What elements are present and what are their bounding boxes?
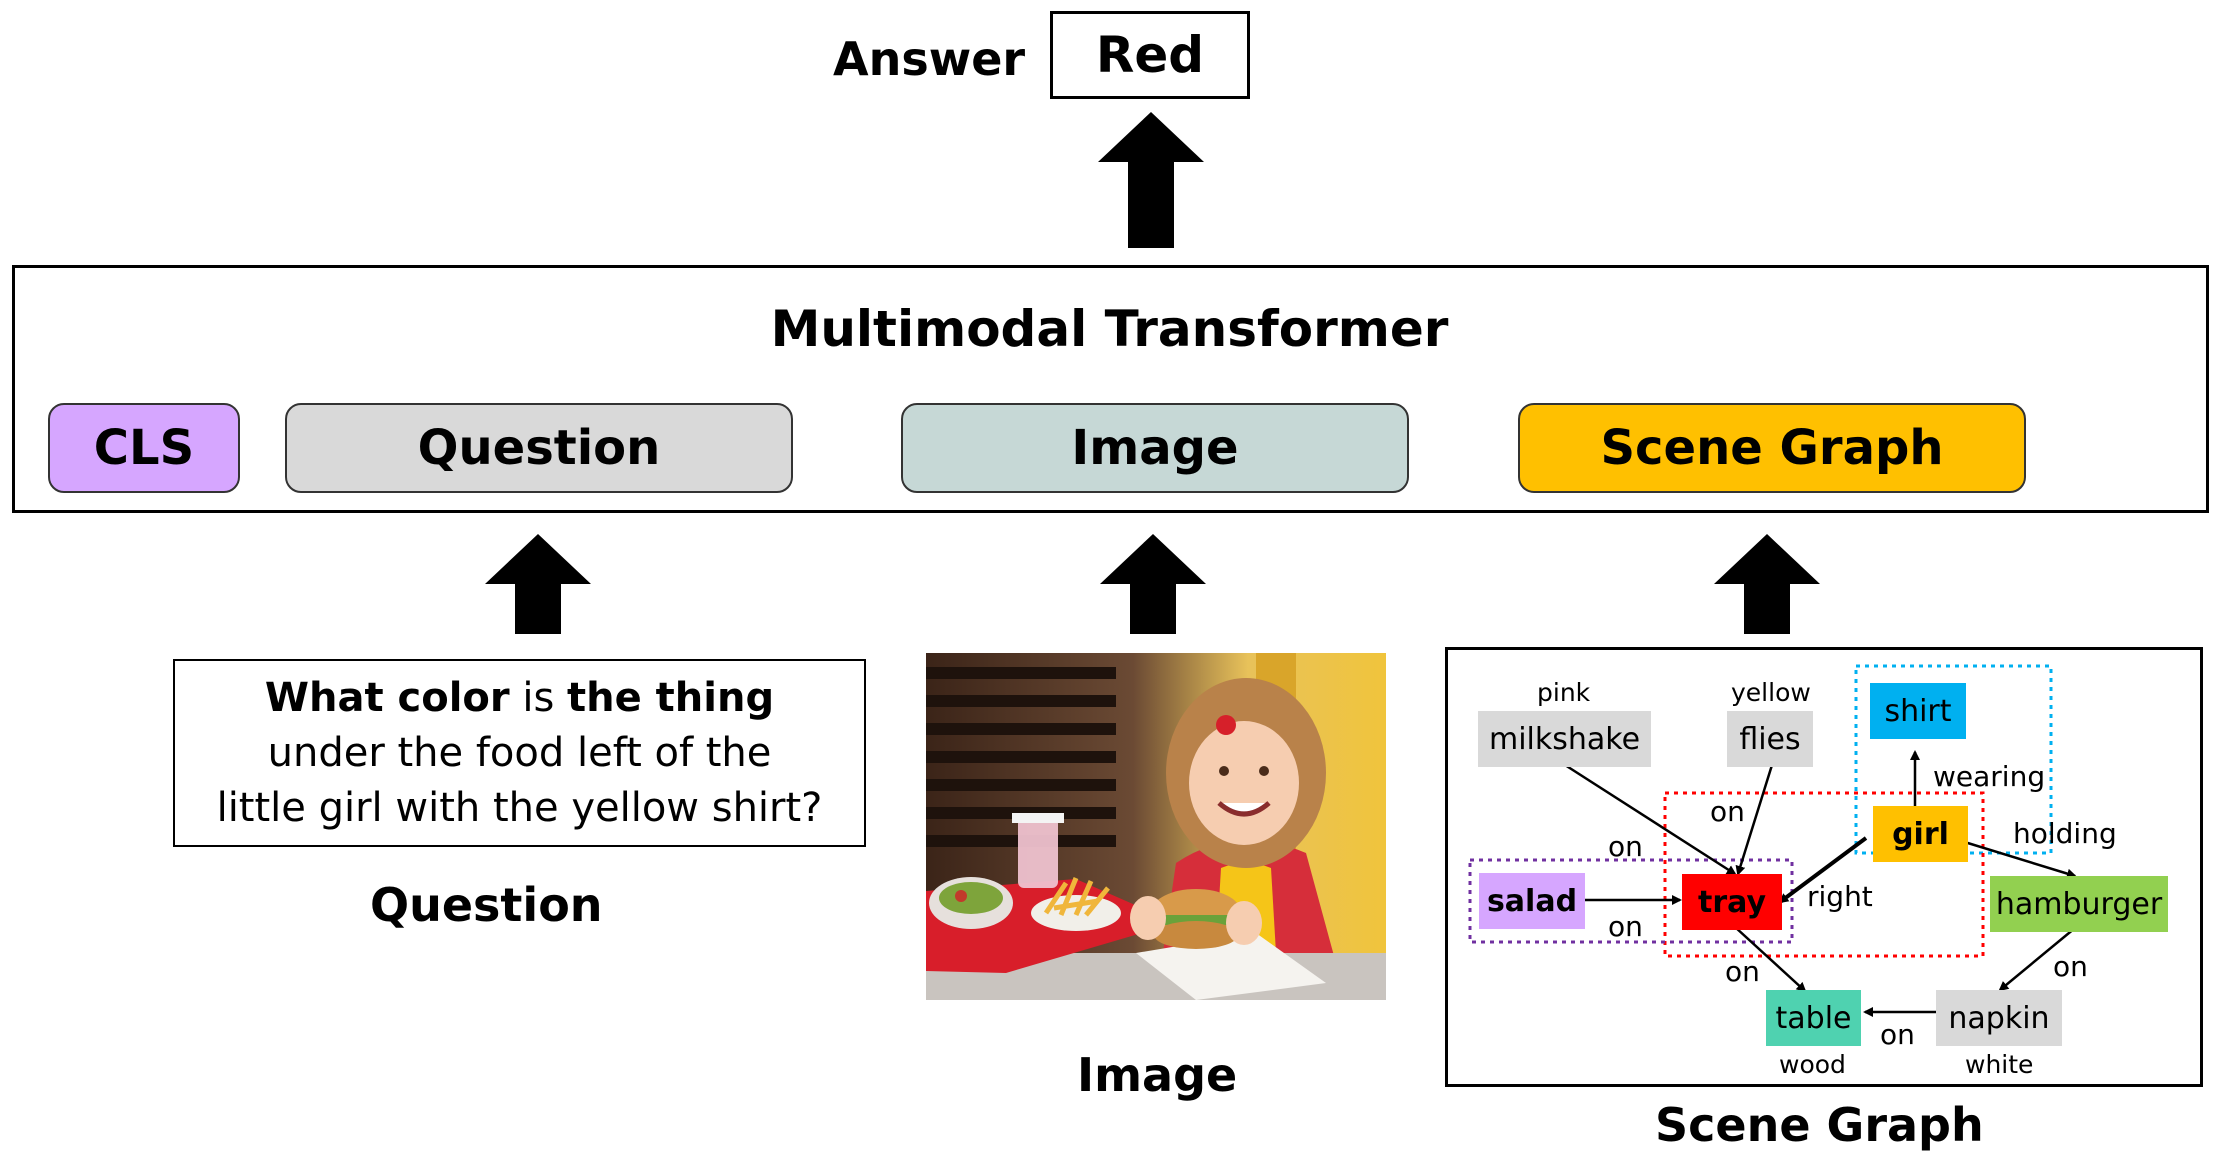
node-table: table bbox=[1766, 990, 1861, 1046]
node-hamburger: hamburger bbox=[1990, 876, 2168, 932]
scene-graph-caption: Scene Graph bbox=[1655, 1098, 1984, 1152]
transformer-title: Multimodal Transformer bbox=[770, 300, 1449, 358]
cls-token: CLS bbox=[48, 403, 240, 493]
arrow-up-scene-graph bbox=[1714, 534, 1820, 670]
answer-box: Red bbox=[1050, 11, 1250, 99]
input-photo bbox=[926, 653, 1386, 1000]
node-flies: flies bbox=[1727, 711, 1813, 767]
question-caption: Question bbox=[370, 878, 603, 932]
node-shirt: shirt bbox=[1870, 683, 1966, 739]
question-highlight-2: the thing bbox=[567, 674, 775, 721]
edge-label-tray-table: on bbox=[1725, 955, 1760, 988]
question-line-2: under the food left of the bbox=[267, 729, 772, 776]
edge-label-girl-shirt: wearing bbox=[1933, 760, 2046, 793]
arrow-up-question bbox=[485, 534, 591, 670]
node-milkshake: milkshake bbox=[1478, 711, 1651, 767]
question-connector: is bbox=[509, 674, 568, 721]
multimodal-transformer-block bbox=[12, 265, 2209, 513]
attr-table: wood bbox=[1779, 1050, 1846, 1079]
edge-label-girl-hamburger: holding bbox=[2013, 817, 2117, 850]
attr-napkin: white bbox=[1965, 1050, 2034, 1079]
edge-label-hamburger-napkin: on bbox=[2053, 950, 2088, 983]
question-token: Question bbox=[285, 403, 793, 493]
node-girl: girl bbox=[1873, 806, 1968, 862]
question-highlight-1: What color bbox=[264, 674, 510, 721]
node-napkin: napkin bbox=[1936, 990, 2062, 1046]
attr-milkshake: pink bbox=[1537, 678, 1591, 707]
question-line-1: What color is the thing bbox=[265, 671, 774, 726]
attr-flies: yellow bbox=[1731, 678, 1811, 707]
question-line-3: little girl with the yellow shirt? bbox=[216, 784, 823, 831]
question-text-box: What color is the thing under the food l… bbox=[173, 659, 866, 847]
image-token: Image bbox=[901, 403, 1409, 493]
edge-label-flies-tray: on bbox=[1710, 795, 1745, 828]
arrow-up-image bbox=[1100, 534, 1206, 670]
edge-label-salad-tray: on bbox=[1608, 910, 1643, 943]
image-caption: Image bbox=[1077, 1048, 1238, 1102]
node-salad: salad bbox=[1479, 873, 1585, 929]
edge-label-napkin-table: on bbox=[1880, 1018, 1915, 1051]
edge-label-girl-tray: right bbox=[1807, 880, 1873, 913]
answer-label: Answer bbox=[833, 32, 1026, 86]
arrow-up-answer bbox=[1098, 112, 1204, 248]
node-tray: tray bbox=[1682, 874, 1782, 930]
scene-graph-token: Scene Graph bbox=[1518, 403, 2026, 493]
scene-graph-frame bbox=[1445, 647, 2203, 1087]
edge-label-milkshake-tray: on bbox=[1608, 830, 1643, 863]
